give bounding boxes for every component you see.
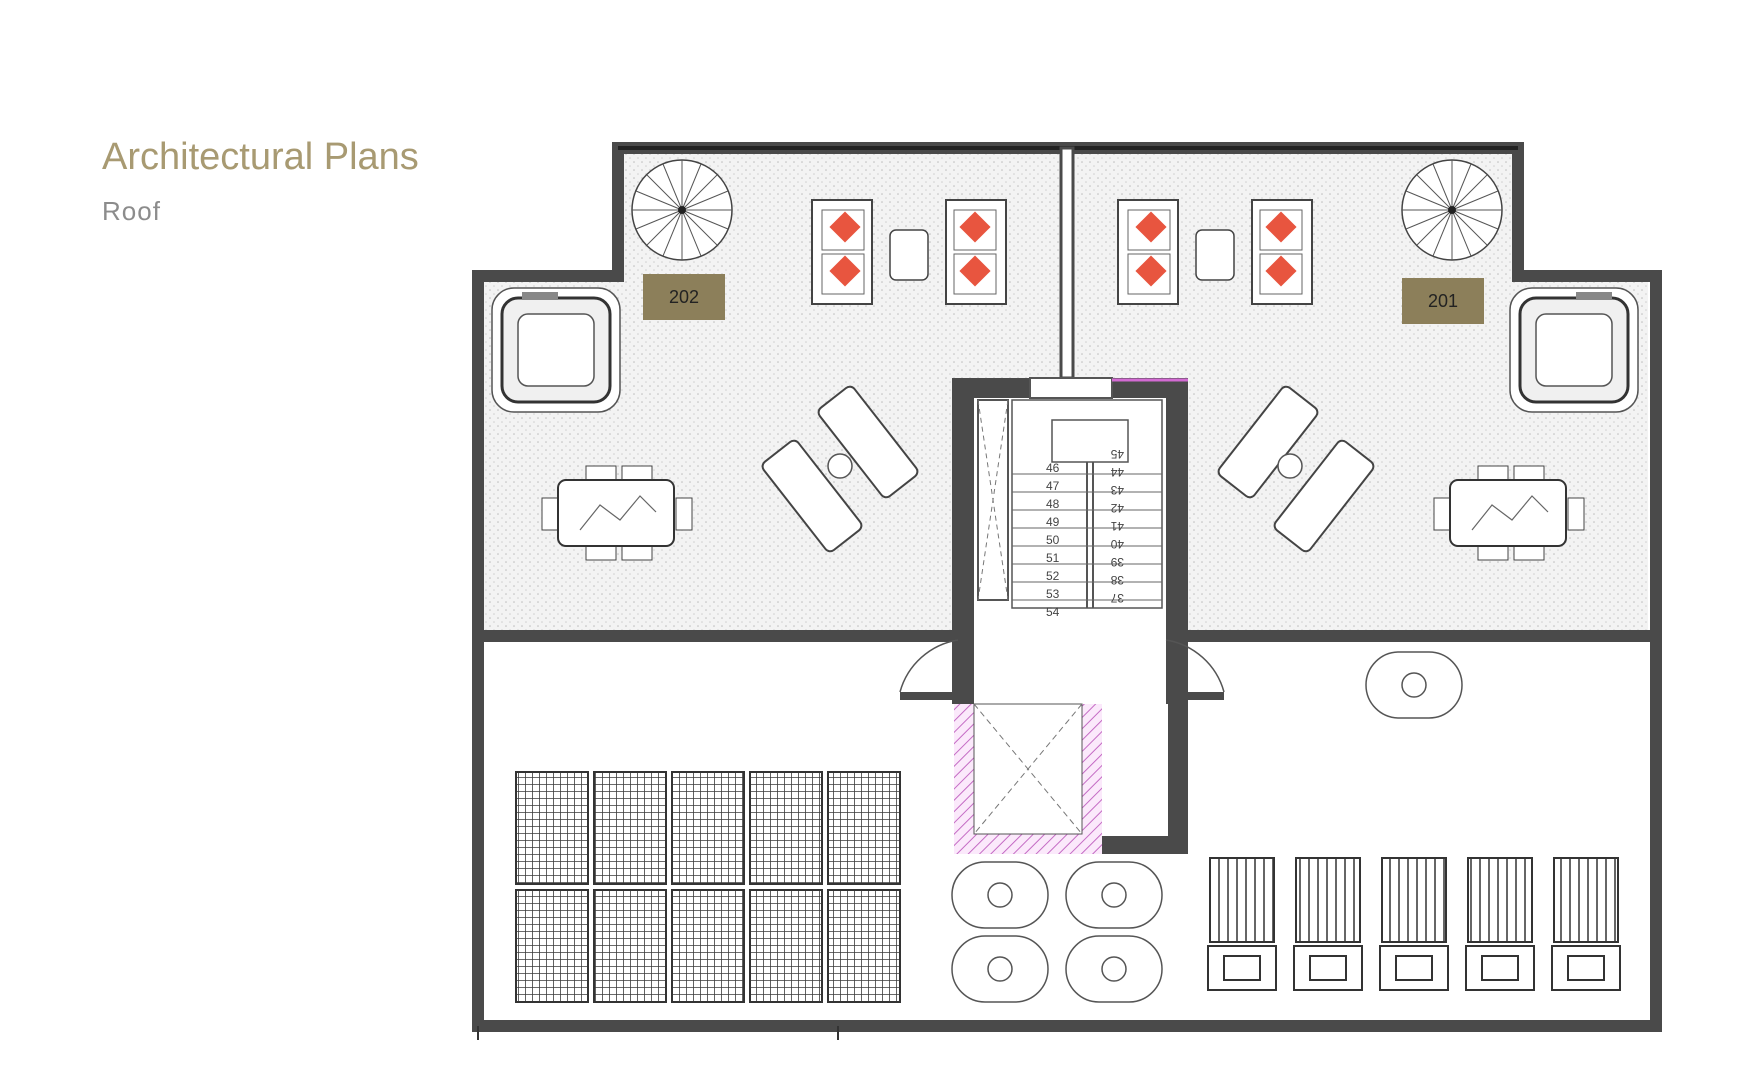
stair-step-number: 40	[1110, 537, 1124, 551]
jacuzzi-201	[1509, 287, 1639, 413]
lift-shaft	[954, 703, 1102, 854]
unit-number: 202	[669, 287, 699, 307]
unit-tag-201: 201	[1402, 278, 1484, 324]
stair-step-number: 52	[1046, 569, 1060, 583]
stair-step-number: 38	[1110, 573, 1124, 587]
page-subtitle: Roof	[102, 196, 161, 226]
stair-step-number: 43	[1110, 483, 1124, 497]
stair-numbers-right: 45 44 43 42 41 40 39 38 37	[1110, 447, 1124, 605]
unit-partition	[1059, 146, 1075, 380]
stair-step-number: 47	[1046, 479, 1060, 493]
stair-step-number: 54	[1046, 605, 1060, 619]
stair-step-number: 51	[1046, 551, 1060, 565]
solar-panel-array	[515, 771, 901, 1003]
stair-step-number: 37	[1110, 591, 1124, 605]
stair-step-number: 46	[1046, 461, 1060, 475]
stair-step-number: 45	[1110, 447, 1124, 461]
sofa-set-201	[1117, 199, 1313, 305]
stair-step-number: 50	[1046, 533, 1060, 547]
stair-step-number: 44	[1110, 465, 1124, 479]
stair-step-number: 49	[1046, 515, 1060, 529]
spiral-staircase-201	[1401, 159, 1503, 261]
stair-step-number: 41	[1110, 519, 1124, 533]
stair-core	[899, 377, 1225, 854]
terrace-loungers-202	[761, 385, 919, 553]
terrace-loungers-201	[1217, 385, 1375, 553]
stair-step-number: 53	[1046, 587, 1060, 601]
terrace-parapet-right	[1178, 630, 1656, 642]
unit-tag-202: 202	[643, 274, 725, 320]
dining-table-202	[541, 465, 693, 561]
terrace-parapet-left	[478, 630, 970, 642]
jacuzzi-202	[491, 287, 621, 413]
water-tanks	[951, 651, 1463, 1003]
dining-table-201	[1433, 465, 1585, 561]
unit-number: 201	[1428, 291, 1458, 311]
stair-step-number: 48	[1046, 497, 1060, 511]
stair-step-number: 39	[1110, 555, 1124, 569]
solar-water-heaters	[1207, 857, 1621, 991]
stair-step-number: 42	[1110, 501, 1124, 515]
page-title: Architectural Plans	[102, 136, 419, 178]
sofa-set-202	[811, 199, 1007, 305]
spiral-staircase-202	[631, 159, 733, 261]
stair-numbers-left: 46 47 48 49 50 51 52 53 54	[1046, 461, 1060, 619]
